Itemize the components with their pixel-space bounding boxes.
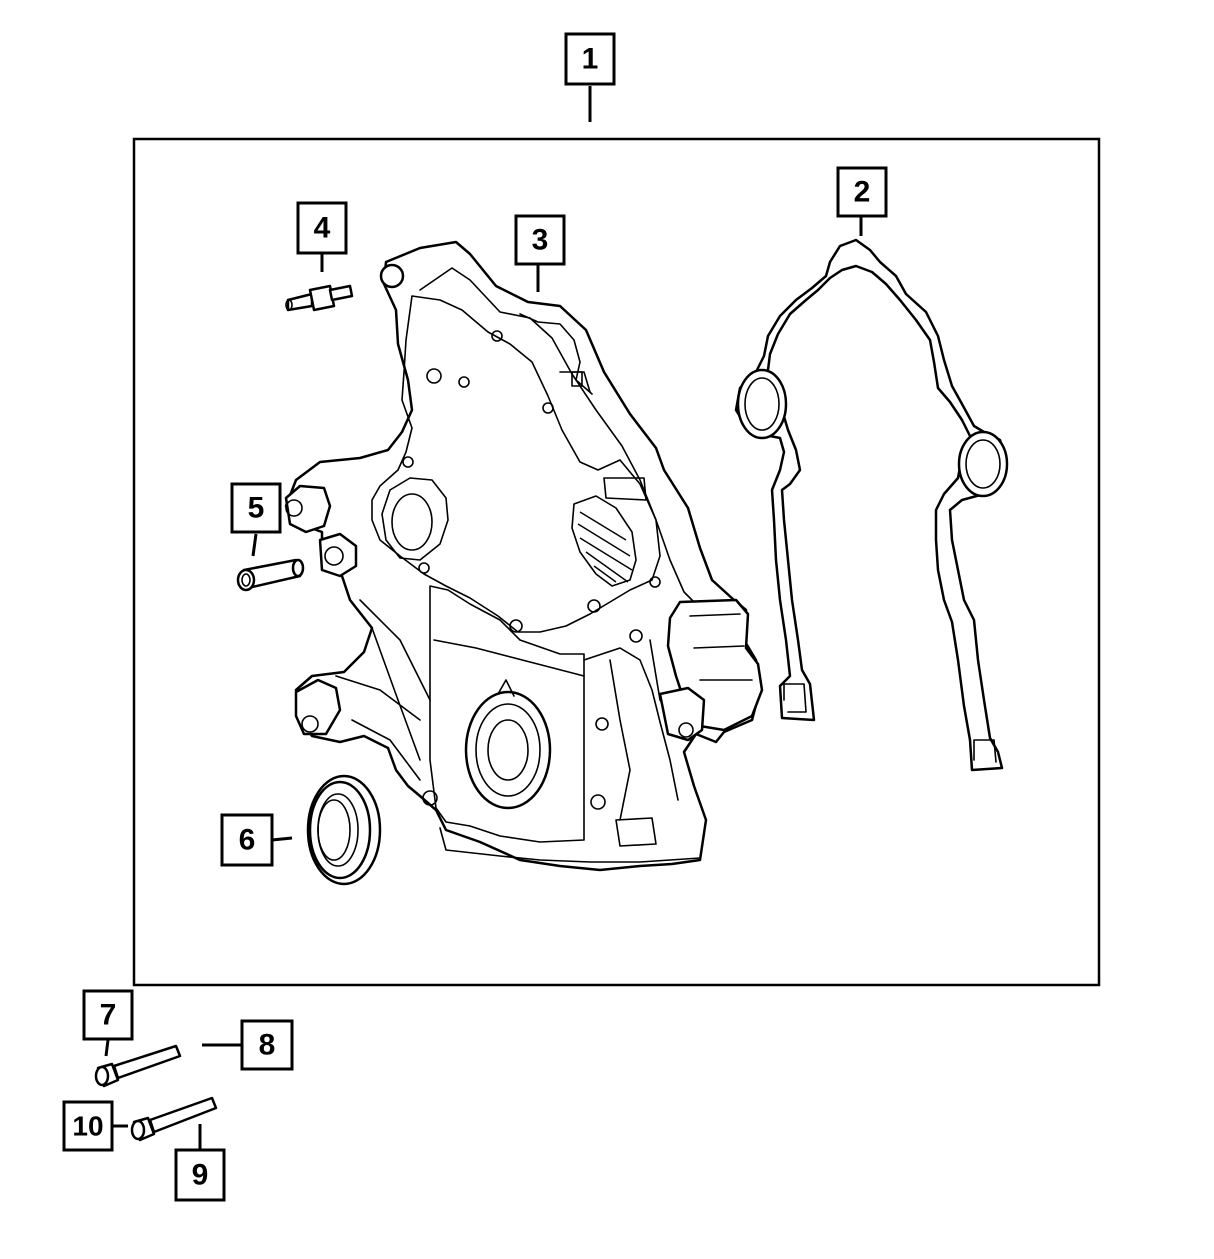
callout-10: 10 <box>62 1100 114 1152</box>
leader-6 <box>271 836 293 842</box>
dowel-pin-icon <box>236 558 305 592</box>
callout-3-label: 3 <box>532 224 549 257</box>
callout-7-label: 7 <box>100 999 117 1032</box>
callout-2: 2 <box>836 166 888 218</box>
crankshaft-seal-icon <box>306 774 382 886</box>
timing-chain-cover-icon <box>284 240 764 872</box>
leader-7 <box>104 1039 110 1057</box>
leader-5 <box>251 533 258 557</box>
timing-cover-gasket-icon <box>734 238 1009 772</box>
kit-boundary-frame <box>132 137 1101 987</box>
callout-5-label: 5 <box>248 492 265 525</box>
callout-9-label: 9 <box>192 1159 209 1192</box>
callout-1: 1 <box>564 32 616 86</box>
bolt-lower-icon <box>130 1096 218 1142</box>
callout-8-label: 8 <box>259 1029 276 1062</box>
callout-9: 9 <box>174 1148 226 1202</box>
callout-1-label: 1 <box>582 43 599 76</box>
callout-4: 4 <box>296 201 348 255</box>
callout-4-label: 4 <box>314 212 331 245</box>
callout-8: 8 <box>240 1019 294 1071</box>
callout-7: 7 <box>82 989 134 1041</box>
callout-2-label: 2 <box>854 176 871 209</box>
bolt-upper-icon <box>94 1044 182 1088</box>
callout-10-label: 10 <box>72 1111 103 1142</box>
callout-6: 6 <box>220 813 274 867</box>
callout-6-label: 6 <box>239 824 256 857</box>
callout-3: 3 <box>514 214 566 266</box>
stud-icon <box>285 284 354 312</box>
callout-5: 5 <box>230 482 282 534</box>
